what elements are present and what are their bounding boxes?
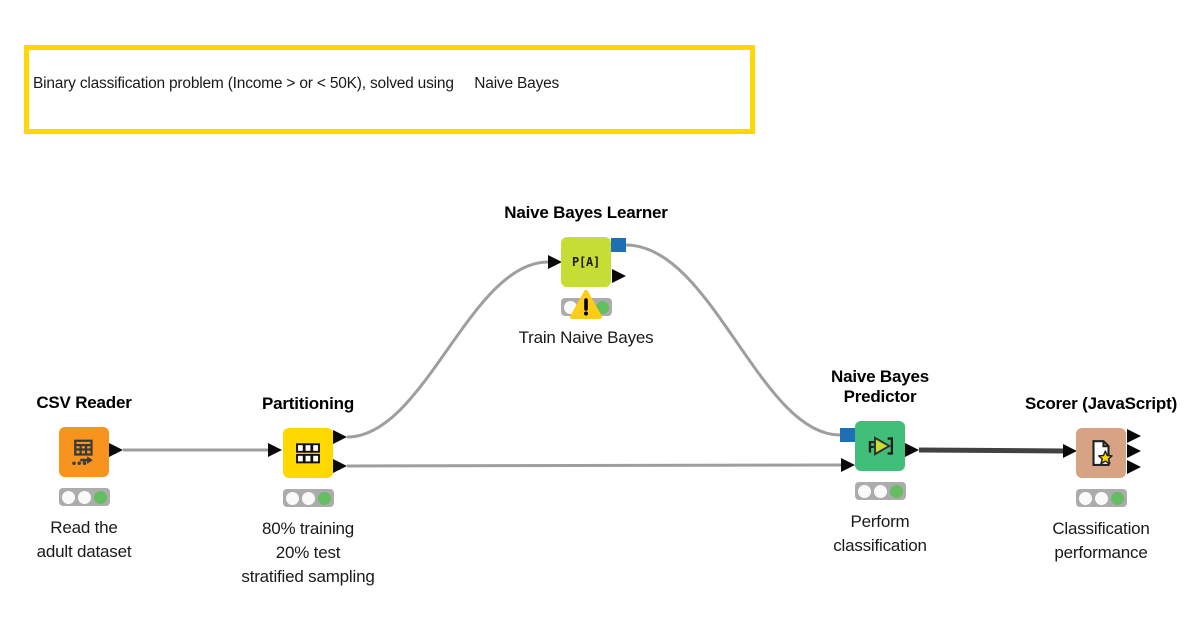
status-light-green — [93, 490, 107, 504]
split-table-icon — [296, 443, 320, 464]
node-naive-bayes-predictor[interactable]: P — [855, 421, 905, 471]
node-title: Partitioning — [261, 394, 355, 413]
csv-reader-output-port[interactable] — [109, 443, 123, 457]
status-light-green — [595, 300, 609, 314]
node-title: Naive Bayes Predictor — [831, 367, 929, 406]
partitioning-output-port-bottom[interactable] — [333, 459, 347, 473]
document-star-icon — [1092, 440, 1113, 466]
status-light-off — [77, 490, 91, 504]
partitioning-input-port[interactable] — [268, 443, 282, 457]
status-light-off — [873, 484, 887, 498]
workflow-annotation[interactable]: Binary classification problem (Income > … — [24, 45, 755, 134]
node-description: Read the adult dataset — [36, 518, 132, 561]
learner-input-port[interactable] — [548, 255, 562, 269]
scorer-input-port[interactable] — [1063, 444, 1077, 458]
table-export-icon — [72, 439, 93, 465]
svg-text:P: P — [868, 437, 878, 456]
partitioning-output-port-top[interactable] — [333, 430, 347, 444]
status-light-green — [889, 484, 903, 498]
annotation-text: Binary classification problem (Income > … — [33, 75, 560, 92]
connection-partitioning-to-learner[interactable] — [346, 260, 549, 439]
scorer-output-port-1[interactable] — [1127, 429, 1141, 443]
status-light-off — [857, 484, 871, 498]
learner-output-port-data[interactable] — [612, 269, 626, 283]
predictor-play-icon: P — [868, 436, 893, 456]
status-traffic-light — [854, 482, 906, 500]
node-description: 80% training 20% test stratified samplin… — [241, 519, 375, 586]
node-title: Scorer (JavaScript) — [1024, 394, 1178, 413]
node-group-partitioning: Partitioning 80% training 20% test strat… — [198, 394, 418, 589]
connection-learner-model-to-predictor[interactable] — [625, 243, 841, 437]
node-group-csv-reader: CSV Reader — [0, 393, 194, 564]
node-description: Classification performance — [1052, 519, 1150, 562]
node-partitioning[interactable] — [283, 428, 333, 478]
connection-predictor-to-scorer[interactable] — [918, 447, 1064, 454]
node-group-naive-bayes-learner: Naive Bayes Learner P[A] Train Naive Bay… — [476, 203, 696, 350]
node-description: Perform classification — [833, 512, 927, 555]
status-light-off — [301, 491, 315, 505]
node-title: Naive Bayes Learner — [504, 203, 668, 222]
status-light-green — [1110, 491, 1124, 505]
status-light-off — [563, 300, 577, 314]
node-group-naive-bayes-predictor: Naive Bayes Predictor P Perform classifi… — [770, 367, 990, 558]
status-light-off — [61, 490, 75, 504]
node-title: CSV Reader — [36, 393, 132, 412]
status-light-green — [317, 491, 331, 505]
status-traffic-light — [282, 489, 334, 507]
predictor-data-input-port[interactable] — [841, 458, 855, 472]
predictor-output-port[interactable] — [905, 443, 919, 457]
connection-partitioning-to-predictor[interactable] — [346, 463, 842, 468]
status-traffic-light — [1075, 489, 1127, 507]
status-light-off — [1078, 491, 1092, 505]
status-traffic-light — [58, 488, 110, 506]
probability-text-icon: P[A] — [571, 255, 601, 269]
node-naive-bayes-learner[interactable]: P[A] — [561, 237, 611, 287]
scorer-output-port-3[interactable] — [1127, 460, 1141, 474]
status-traffic-light — [560, 290, 612, 319]
node-scorer-javascript[interactable] — [1076, 428, 1126, 478]
warning-icon — [569, 289, 603, 321]
node-group-scorer-javascript: Scorer (JavaScript) Classification perfo… — [991, 394, 1200, 565]
status-light-off — [1094, 491, 1108, 505]
node-description: Train Naive Bayes — [518, 328, 654, 347]
scorer-output-port-2[interactable] — [1127, 444, 1141, 458]
learner-model-output-port[interactable] — [611, 238, 626, 252]
predictor-model-input-port[interactable] — [840, 428, 855, 442]
status-light-off — [285, 491, 299, 505]
node-csv-reader[interactable] — [59, 427, 109, 477]
